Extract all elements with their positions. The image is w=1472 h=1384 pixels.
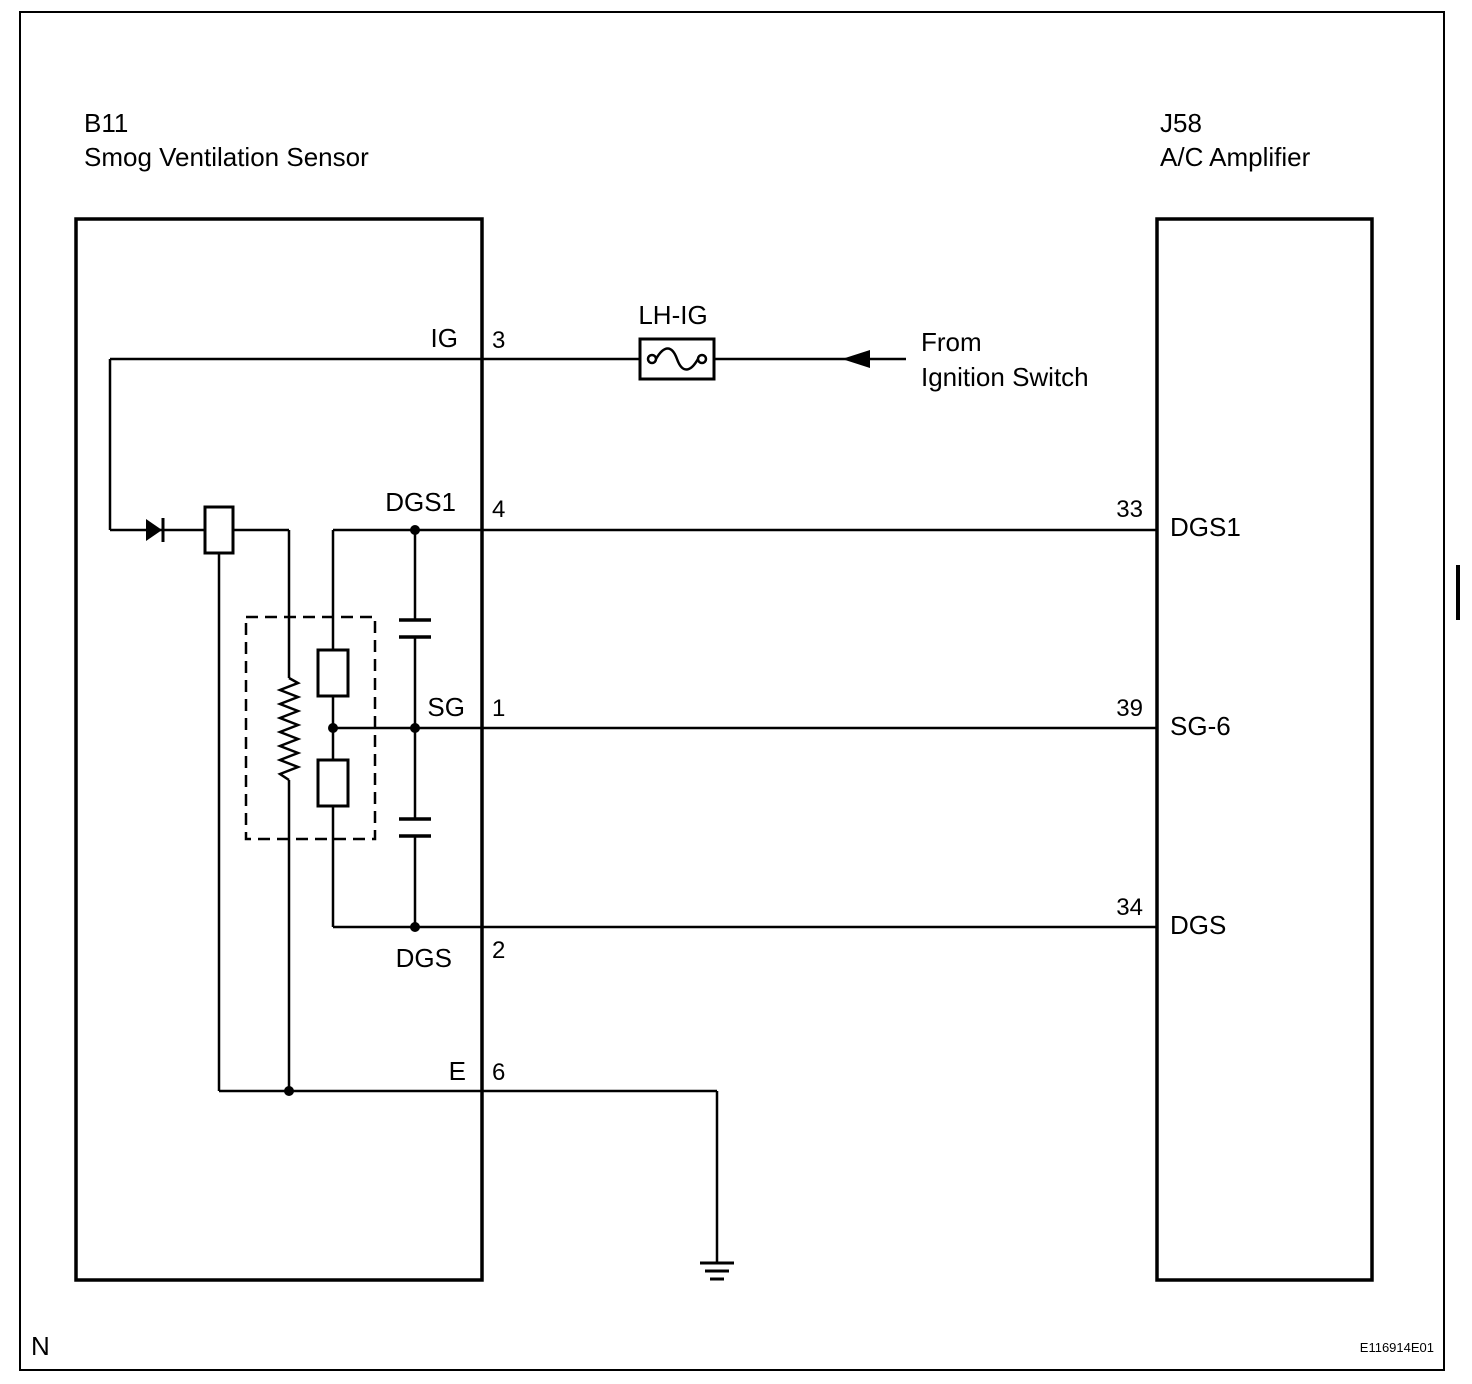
pin-dgs1-number: 4 bbox=[492, 496, 505, 523]
fuse-symbol bbox=[638, 337, 716, 381]
source-line2: Ignition Switch bbox=[921, 362, 1089, 392]
heater-resistor-icon bbox=[276, 676, 302, 782]
junction-dot bbox=[284, 1086, 294, 1096]
junction-dot bbox=[410, 922, 420, 932]
sensor-box bbox=[74, 217, 484, 1282]
sensor-name: Smog Ventilation Sensor bbox=[84, 142, 369, 172]
amp-dgs-number: 34 bbox=[1116, 894, 1143, 921]
pin-e-number: 6 bbox=[492, 1059, 505, 1086]
heater-element bbox=[203, 505, 235, 555]
pin-dgs-name: DGS bbox=[396, 943, 452, 973]
capacitor-lower-icon bbox=[399, 817, 431, 838]
pin-dgs-number: 2 bbox=[492, 937, 505, 964]
junction-dot bbox=[410, 723, 420, 733]
amp-sg6-number: 39 bbox=[1116, 695, 1143, 722]
amplifier-name: A/C Amplifier bbox=[1160, 142, 1311, 172]
amp-sg6-name: SG-6 bbox=[1170, 711, 1231, 741]
figure-code: E116914E01 bbox=[1360, 1340, 1434, 1355]
amp-dgs-name: DGS bbox=[1170, 910, 1226, 940]
fuse-label: LH-IG bbox=[638, 300, 707, 330]
lower-sensing-resistor bbox=[316, 758, 350, 808]
pin-ig-number: 3 bbox=[492, 327, 505, 354]
pin-sg-name: SG bbox=[427, 692, 465, 722]
corner-mark: N bbox=[31, 1331, 50, 1361]
sensor-code: B11 bbox=[84, 108, 128, 138]
source-line1: From bbox=[921, 327, 982, 357]
diode-icon bbox=[146, 518, 165, 542]
amplifier-code: J58 bbox=[1160, 108, 1202, 138]
ground-icon bbox=[700, 1261, 734, 1281]
capacitor-upper-icon bbox=[399, 618, 431, 639]
amp-dgs1-name: DGS1 bbox=[1170, 512, 1241, 542]
pin-dgs1-name: DGS1 bbox=[385, 487, 456, 517]
source-arrow-icon bbox=[842, 350, 870, 368]
pin-ig-name: IG bbox=[431, 323, 458, 353]
amp-dgs1-number: 33 bbox=[1116, 496, 1143, 523]
pin-sg-number: 1 bbox=[492, 695, 505, 722]
amplifier-box bbox=[1155, 217, 1374, 1282]
pin-e-name: E bbox=[449, 1056, 466, 1086]
upper-sensing-resistor bbox=[316, 648, 350, 698]
junction-dot bbox=[328, 723, 338, 733]
outer-frame bbox=[19, 11, 1445, 1371]
junction-dot bbox=[410, 525, 420, 535]
